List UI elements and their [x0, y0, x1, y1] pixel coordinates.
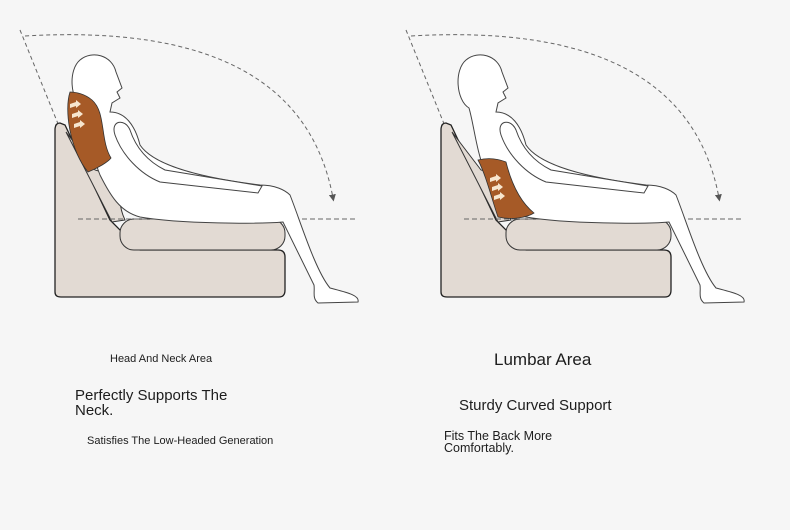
lumbar-subheading: Sturdy Curved Support [459, 397, 612, 414]
lumbar-pillow [477, 158, 535, 219]
support-arrows-icon [490, 174, 505, 200]
head-neck-subheading: Perfectly Supports The Neck. [75, 387, 228, 419]
head-neck-heading: Head And Neck Area [110, 353, 213, 365]
lumbar-diagram [406, 30, 744, 303]
head-neck-description: Satisfies The Low-Headed Generation [87, 435, 274, 447]
support-arrows-icon [70, 100, 85, 128]
lumbar-heading: Lumbar Area [494, 350, 592, 369]
head-neck-diagram [20, 30, 358, 303]
lumbar-description: Fits The Back More Comfortably. [444, 429, 553, 455]
